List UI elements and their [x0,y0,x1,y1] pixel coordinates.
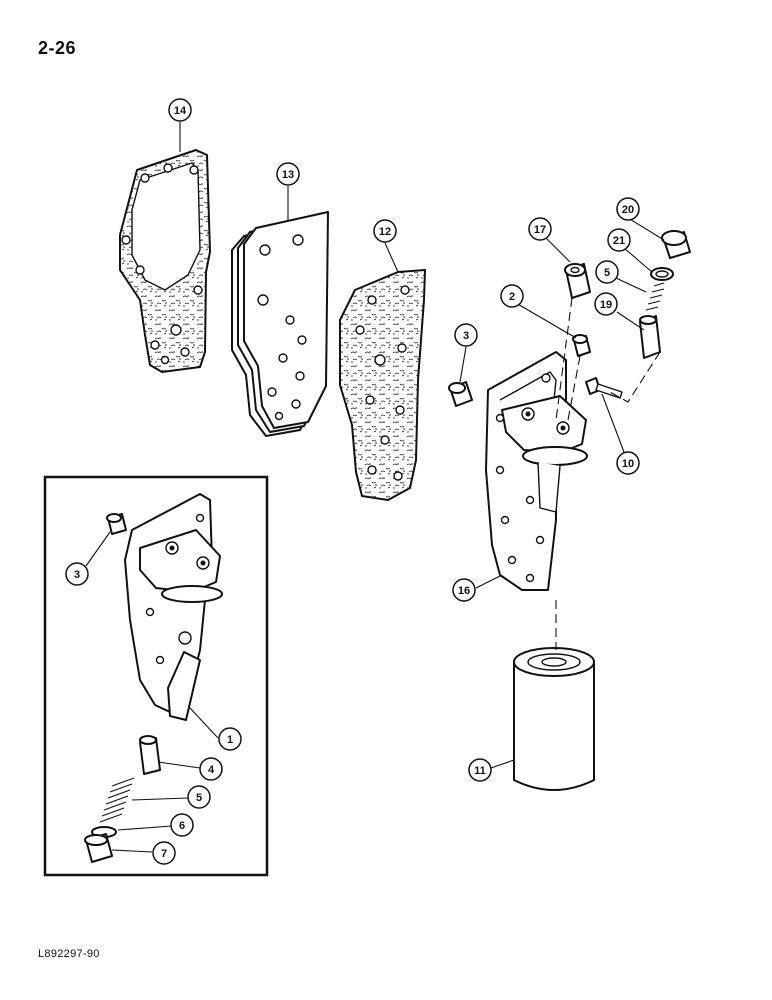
callout-4: 4 [199,757,223,781]
leader-4 [157,761,201,769]
part-12-gasket [339,269,426,501]
callout-19: 19 [594,292,618,316]
callout-6: 6 [170,813,194,837]
leader-1 [189,707,219,739]
callout-inset-3: 3 [65,562,89,586]
leader-16 [475,575,501,589]
callout-10: 10 [616,451,640,475]
inset-part-7-plug [84,833,113,863]
leader-2 [515,302,577,339]
svg-text:4: 4 [208,764,215,776]
svg-text:16: 16 [458,585,470,597]
leader-11 [490,759,515,769]
svg-text:12: 12 [379,226,391,238]
callout-20: 20 [616,197,640,221]
svg-text:14: 14 [174,105,187,117]
inset-part-3-plug [106,513,127,535]
svg-text:5: 5 [604,267,610,279]
leader-3 [459,346,467,383]
callout-17: 17 [528,217,552,241]
inset-frame [43,475,269,877]
part-10-capscrew [585,377,623,399]
svg-text:3: 3 [463,330,469,342]
figure-code: L892297-90 [38,948,100,960]
part-21-washer [650,267,674,281]
svg-text:10: 10 [622,458,634,470]
callout-16: 16 [452,578,476,602]
svg-text:6: 6 [179,820,185,832]
callout-14: 14 [168,98,192,122]
inset-part-5-spring [99,777,135,823]
leader-20 [627,217,665,241]
part-19-valve [639,315,661,359]
assembly-line-19 [609,351,661,403]
leader-inset-5 [131,797,189,801]
part-2-plug [572,334,591,357]
callout-21: 21 [607,228,631,252]
part-5-spring-upper [645,282,665,311]
leader-10 [601,393,625,453]
leader-17 [545,237,571,263]
callout-12: 12 [373,219,397,243]
assembly-line-2 [567,355,581,421]
callout-11: 11 [468,758,492,782]
part-16-filter-head [485,351,588,591]
callout-3: 3 [454,323,478,347]
leader-6 [117,825,173,831]
callout-inset-5: 5 [187,785,211,809]
page-number: 2-26 [38,38,77,58]
assembly-line-17 [555,297,573,421]
part-3-plug [448,381,473,407]
inset-part-1-housing [124,493,223,721]
svg-text:13: 13 [282,169,294,181]
svg-text:19: 19 [600,299,612,311]
part-11-oil-filter [513,647,595,791]
svg-text:1: 1 [227,734,233,746]
leader-inset-3 [85,531,111,567]
leader-5-upper [615,277,647,293]
leader-19 [616,311,645,331]
leader-12 [384,242,399,273]
inset-part-4-valve [139,735,161,775]
svg-text:17: 17 [534,224,546,236]
svg-text:20: 20 [622,204,634,216]
svg-text:3: 3 [74,569,80,581]
callout-1: 1 [218,727,242,751]
part-13-cooler-core [231,211,329,437]
callout-7: 7 [152,841,176,865]
callout-5: 5 [595,260,619,284]
leader-7 [111,849,153,853]
part-14-gasket [119,149,211,373]
svg-text:11: 11 [474,765,486,777]
svg-text:7: 7 [161,848,167,860]
svg-text:2: 2 [509,291,515,303]
callout-13: 13 [276,162,300,186]
part-20-plug [661,230,691,259]
leader-21 [623,247,653,273]
part-17-fitting [564,263,591,299]
svg-text:5: 5 [196,792,202,804]
callout-2: 2 [500,284,524,308]
svg-text:21: 21 [613,235,625,247]
